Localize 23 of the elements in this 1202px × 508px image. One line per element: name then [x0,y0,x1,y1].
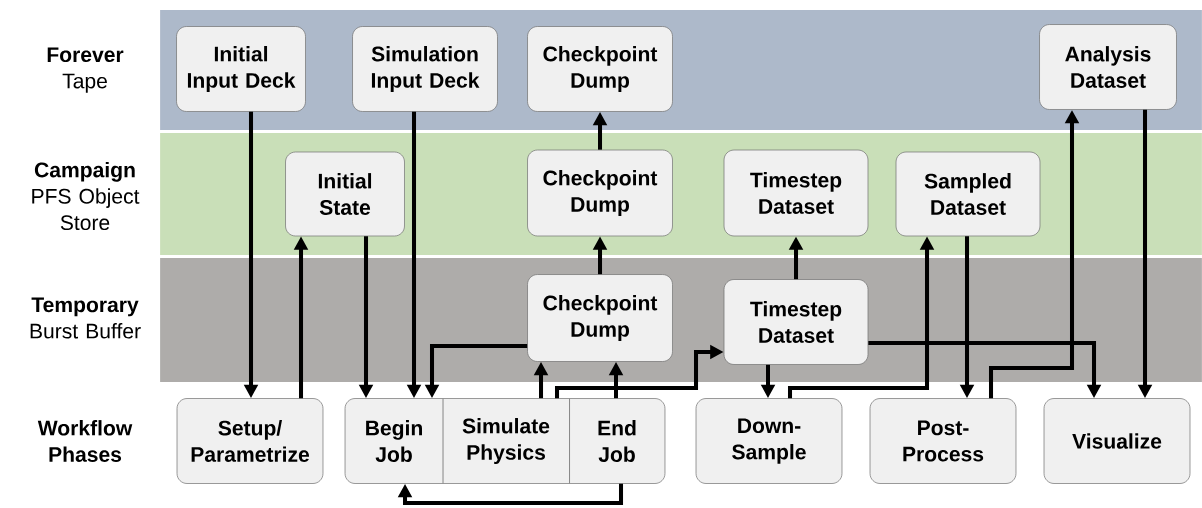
phase-box: Setup/ Parametrize [176,398,324,484]
data-box: Simulation Input Deck [352,26,498,112]
phase-box: Post- Process [869,398,1017,484]
phase-cell: Simulate Physics [462,418,550,464]
data-box: Checkpoint Dump [527,149,673,237]
data-box: Timestep Dataset [723,149,869,237]
data-box: Initial Input Deck [176,26,306,112]
data-box: Checkpoint Dump [527,274,673,362]
data-box: Timestep Dataset [723,279,869,365]
phase-cell: Begin Job [366,420,422,462]
phase-group-box [344,398,666,484]
phase-box: Visualize [1043,398,1191,484]
row-label: Workflow Phases [37,420,133,462]
data-box: Analysis Dataset [1039,24,1177,110]
arrow [397,483,624,506]
data-box: Checkpoint Dump [527,26,673,112]
tier-label: Temporary Burst Buffer [30,297,141,339]
phase-box: Down- Sample [695,398,843,484]
tier-label: Campaign PFS Object Store [32,161,140,231]
phase-cell: End Job [598,420,636,462]
tier-label: Forever Tape [47,47,124,93]
data-box: Initial State [285,151,405,237]
data-box: Sampled Dataset [895,151,1041,237]
